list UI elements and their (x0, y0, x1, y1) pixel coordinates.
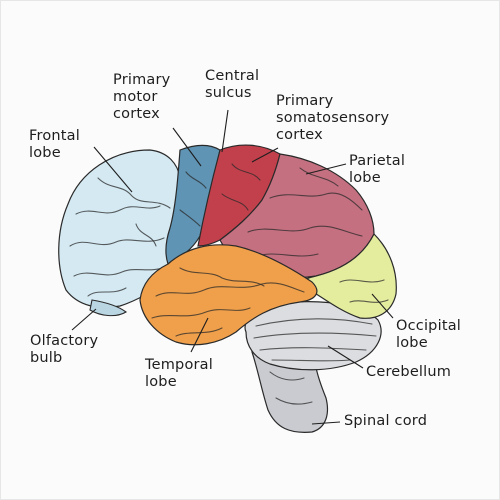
leader-olfactory-bulb (71, 308, 97, 331)
label-frontal-lobe: Frontal lobe (29, 128, 80, 161)
label-parietal-lobe: Parietal lobe (349, 153, 406, 186)
leader-central-sulcus (221, 109, 229, 153)
leader-somatosensory (251, 147, 279, 163)
label-primary-motor-cortex: Primary motor cortex (113, 72, 171, 122)
occipital-lobe-region (301, 232, 397, 319)
label-central-sulcus: Central sulcus (205, 68, 260, 101)
leader-cerebellum (327, 345, 364, 369)
label-occipital-lobe: Occipital lobe (396, 318, 462, 351)
leader-occipital-lobe (371, 293, 394, 319)
olfactory-bulb-region (89, 299, 127, 317)
label-olfactory-bulb: Olfactory bulb (30, 333, 99, 366)
leader-frontal-lobe (93, 146, 133, 193)
leader-spinal-cord (311, 421, 341, 425)
label-temporal-lobe: Temporal lobe (145, 357, 213, 390)
label-spinal-cord: Spinal cord (344, 413, 428, 429)
label-cerebellum: Cerebellum (366, 364, 452, 380)
leader-parietal-lobe (305, 163, 347, 175)
leader-temporal-lobe (190, 317, 209, 353)
leader-primary-motor-cortex (172, 127, 202, 167)
label-primary-somatosensory-cortex: Primary somatosensory cortex (276, 93, 390, 143)
